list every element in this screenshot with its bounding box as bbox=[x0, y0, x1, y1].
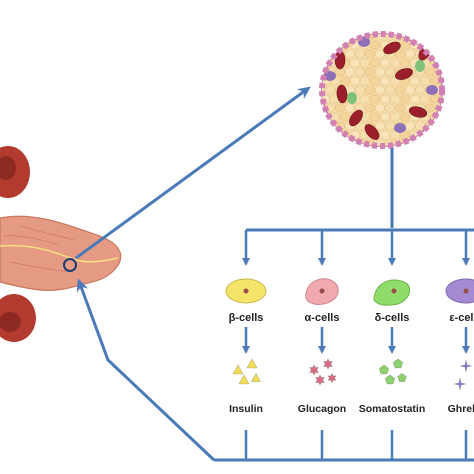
epsilon-cell-label: ε-cells bbox=[449, 312, 474, 324]
granule-icon bbox=[250, 372, 262, 382]
epsilon-hormone-label: Ghrelin bbox=[448, 403, 474, 415]
alpha-granules bbox=[309, 358, 337, 386]
delta-cell-label: δ-cells bbox=[375, 312, 410, 324]
islet-location-marker bbox=[63, 258, 77, 272]
delta-hormone-label: Somatostatin bbox=[359, 403, 426, 415]
alpha-cell-label: α-cells bbox=[305, 312, 340, 324]
granule-icon bbox=[378, 364, 390, 375]
alpha-hormone-label: Glucagon bbox=[298, 403, 346, 415]
beta-hormone-label: Insulin bbox=[229, 403, 263, 415]
granule-icon bbox=[246, 358, 258, 369]
granule-icon bbox=[397, 373, 407, 382]
granule-icon bbox=[315, 374, 325, 386]
epsilon-cell-icon bbox=[445, 278, 474, 304]
granule-icon bbox=[459, 359, 473, 373]
granule-icon bbox=[232, 364, 244, 375]
granule-icon bbox=[323, 358, 333, 370]
beta-cell-icon bbox=[225, 278, 267, 304]
arrow-to-islet bbox=[75, 86, 311, 260]
granule-icon bbox=[327, 372, 337, 384]
granule-icon bbox=[238, 374, 250, 385]
beta-cell-label: β-cells bbox=[229, 312, 264, 324]
pancreas-illustration bbox=[0, 215, 122, 291]
delta-granules bbox=[378, 358, 407, 385]
beta-granules bbox=[232, 358, 262, 385]
granule-icon bbox=[384, 374, 396, 385]
epsilon-cell-column: ε-cellsGhrelin bbox=[445, 230, 474, 460]
epsilon-granules bbox=[453, 359, 473, 391]
alpha-cell-icon bbox=[305, 278, 339, 305]
granule-icon bbox=[453, 377, 467, 391]
islet-illustration bbox=[319, 31, 445, 149]
arrow-feedback-to-pancreas bbox=[76, 278, 216, 462]
granule-icon bbox=[392, 358, 404, 369]
organ-illustration bbox=[0, 146, 36, 342]
delta-cell-icon bbox=[373, 279, 411, 306]
granule-icon bbox=[309, 364, 319, 376]
